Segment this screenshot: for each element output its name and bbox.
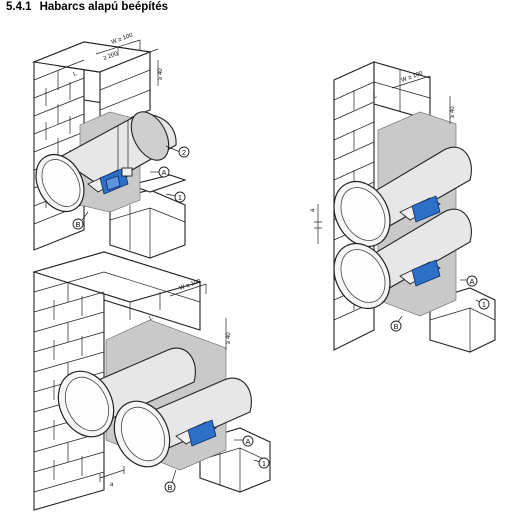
svg-text:B: B bbox=[167, 483, 172, 492]
callout-2-fig1: 2 bbox=[165, 145, 190, 158]
svg-text:1: 1 bbox=[262, 459, 266, 468]
damper-duct-left bbox=[57, 347, 196, 438]
figure-stacked-dampers: W ≥ 100 ≥ 40 L a A 1 B bbox=[310, 61, 496, 353]
figure-side-by-side-dampers: W ≥ 100 ≥ 40 L a A 1 B bbox=[32, 251, 271, 511]
svg-text:B: B bbox=[393, 322, 398, 331]
dim-a-label-2: a bbox=[310, 208, 316, 212]
damper-duct bbox=[35, 111, 177, 213]
callout-b-fig3: B bbox=[164, 469, 177, 493]
section-title: Habarcs alapú beépítés bbox=[39, 1, 169, 13]
damper-actuator bbox=[87, 167, 133, 195]
callout-a-fig3: A bbox=[234, 435, 254, 447]
callout-1-fig3: 1 bbox=[253, 457, 270, 469]
svg-text:1: 1 bbox=[482, 300, 486, 309]
dim-l-label-2: L bbox=[373, 93, 379, 100]
damper-duct-lower bbox=[333, 208, 472, 310]
callout-b-fig1: B bbox=[72, 211, 89, 230]
svg-text:A: A bbox=[245, 437, 250, 446]
svg-text:B: B bbox=[75, 220, 80, 229]
dim-w-label: W ≥ 100 bbox=[111, 32, 135, 45]
svg-text:A: A bbox=[469, 277, 474, 286]
svg-text:2: 2 bbox=[182, 148, 186, 157]
damper-duct-upper bbox=[333, 146, 472, 248]
dim-depth-label-2: ≥ 40 bbox=[450, 106, 456, 118]
svg-text:1: 1 bbox=[178, 193, 182, 202]
callout-a-fig1: A bbox=[150, 166, 170, 178]
actuator-side bbox=[175, 419, 217, 447]
dim-l-label-3: L bbox=[149, 315, 155, 322]
section-heading: 5.4.1 Habarcs alapú beépítés bbox=[6, 1, 168, 15]
callout-b-fig2: B bbox=[390, 315, 403, 332]
dim-depth-label-3: ≥ 40 bbox=[226, 332, 232, 344]
section-number: 5.4.1 bbox=[6, 1, 32, 13]
svg-text:A: A bbox=[161, 168, 166, 177]
actuator-lower bbox=[399, 259, 441, 287]
actuator-upper bbox=[399, 195, 441, 223]
callout-a-fig2: A bbox=[460, 275, 478, 287]
dim-depth-label: ≥ 40 bbox=[158, 68, 164, 80]
callout-1-fig2: 1 bbox=[475, 298, 490, 310]
callout-1-fig1: 1 bbox=[165, 191, 186, 203]
damper-duct-right bbox=[113, 377, 252, 468]
figure-single-damper: W ≥ 100 ≥ 200 ≥ 40 L 2 A 1 B bbox=[31, 32, 190, 259]
dim-a-label-3: a bbox=[110, 482, 114, 488]
dim-l-label: L bbox=[73, 71, 79, 78]
dim-s-label: ≥ 200 bbox=[103, 51, 120, 62]
